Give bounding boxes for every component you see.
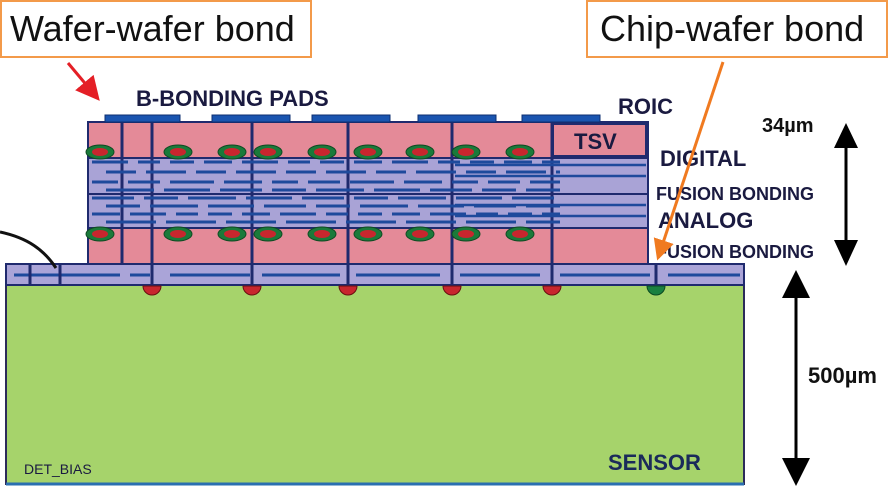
transistor-core: [458, 148, 474, 156]
transistor-core: [314, 148, 330, 156]
transistor-core: [314, 230, 330, 238]
sensor-thickness-label: 500µm: [808, 363, 877, 388]
transistor-core: [224, 148, 240, 156]
transistor-core: [92, 148, 108, 156]
chip-wafer-arrow: [653, 61, 725, 261]
bonding-pads-label: B-BONDING PADS: [136, 86, 329, 111]
sensor-label: SENSOR: [608, 450, 701, 475]
interconnect-wiring: [85, 122, 646, 264]
digital-label: DIGITAL: [660, 146, 746, 171]
sensor-bump: [338, 285, 358, 296]
chip-wafer-bond-callout: Chip-wafer bond: [586, 0, 888, 58]
fusion-bonding-bottom-label: FUSION BONDING: [656, 242, 814, 262]
chip-wafer-bump: [646, 285, 666, 296]
tsv-label: TSV: [574, 129, 617, 154]
transistor-core: [260, 230, 276, 238]
transistor-core: [224, 230, 240, 238]
wafer-wafer-arrow: [66, 62, 100, 101]
bonding-pad: [311, 114, 391, 123]
tsv-box: [552, 123, 647, 157]
chip-wafer-bond-text: Chip-wafer bond: [600, 8, 865, 49]
transistor-core: [458, 230, 474, 238]
transistor-core: [360, 230, 376, 238]
sensor-bumps: [142, 285, 666, 296]
wafer-wafer-bond-text: Wafer-wafer bond: [10, 8, 295, 49]
sensor-thickness-arrow: [782, 270, 810, 486]
bonding-pad: [104, 114, 181, 123]
sensor-bump: [142, 285, 162, 296]
sensor-interconnect-lines: [14, 264, 740, 286]
sensor-layer: [5, 283, 745, 485]
stack-thickness-label: 34µm: [762, 115, 814, 137]
transistor-core: [412, 230, 428, 238]
wafer-wafer-bond-callout: Wafer-wafer bond: [0, 0, 312, 58]
transistor-core: [412, 148, 428, 156]
bonding-pad: [521, 114, 601, 123]
transistor-core: [170, 230, 186, 238]
bonding-pads: [104, 114, 601, 123]
bonding-pad: [417, 114, 497, 123]
transistor-core: [92, 230, 108, 238]
stack-thickness-arrow: [834, 123, 858, 266]
sensor-bump: [542, 285, 562, 296]
fusion-bonding-top-label: FUSION BONDING: [656, 184, 814, 204]
sensor-bump: [442, 285, 462, 296]
sensor-bump: [242, 285, 262, 296]
transistor-core: [512, 148, 528, 156]
det-bias-label: DET_BIAS: [24, 461, 92, 477]
transistor-core: [260, 148, 276, 156]
transistor-core: [512, 230, 528, 238]
bonding-pad: [211, 114, 291, 123]
transistor-core: [360, 148, 376, 156]
bias-wire: [0, 230, 58, 269]
roic-label: ROIC: [618, 94, 673, 119]
transistor-core: [170, 148, 186, 156]
